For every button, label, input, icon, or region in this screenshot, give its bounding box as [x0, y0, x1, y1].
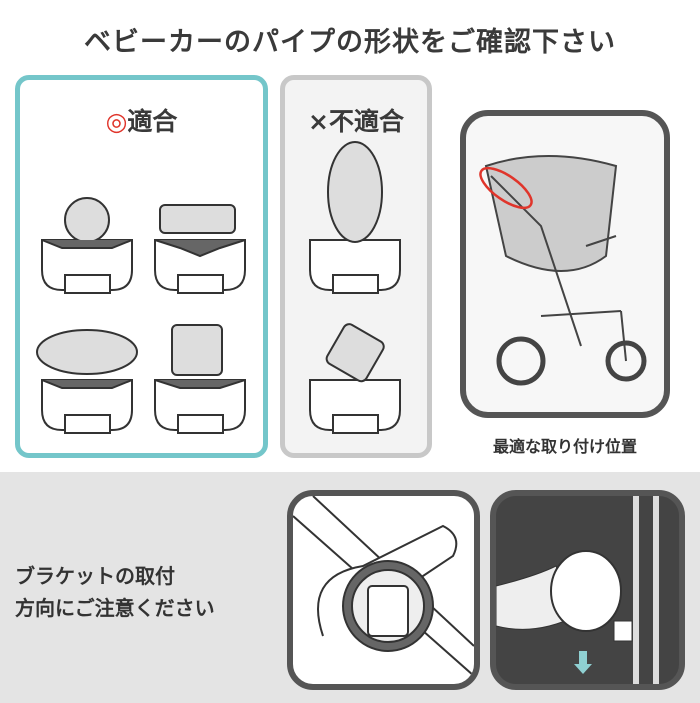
unsuitable-label: 不適合 — [328, 107, 404, 136]
bracket-note: ブラケットの取付方向にご注意ください — [15, 560, 215, 624]
note-line-2: 方向にご注意ください — [15, 596, 215, 620]
unsuitable-heading: ×不適合 — [285, 102, 427, 138]
unsuitable-panel: ×不適合 — [280, 75, 432, 458]
suitable-pipe-shapes — [36, 197, 246, 434]
clamp-tilted-square-pipe — [309, 323, 401, 434]
optimal-position-highlight — [479, 166, 533, 210]
clamp-square-pipe — [154, 324, 246, 434]
double-circle-icon: ◎ — [105, 107, 128, 136]
stroller-drawing — [479, 155, 647, 386]
bracket-drawing — [293, 496, 474, 677]
suitable-label: 適合 — [127, 107, 178, 136]
bracket-closeup-2 — [490, 490, 685, 690]
stroller-illustration — [460, 110, 670, 418]
unsuitable-pipe-shapes — [309, 141, 401, 434]
note-line-1: ブラケットの取付 — [15, 564, 175, 588]
clamp-oval-pipe — [36, 329, 138, 434]
clamp-round-pipe — [41, 197, 133, 294]
stroller-caption: 最適な取り付け位置 — [492, 437, 637, 456]
bracket-drawing-2 — [496, 496, 659, 684]
cross-icon: × — [308, 107, 329, 136]
page-title: ベビーカーのパイプの形状をご確認下さい — [84, 27, 616, 58]
clamp-tall-oval-pipe — [309, 141, 401, 294]
suitable-panel: ◎適合 — [15, 75, 268, 458]
down-arrow-icon — [574, 651, 592, 674]
bracket-closeup-1 — [287, 490, 480, 690]
clamp-flat-rect-pipe — [154, 204, 246, 294]
suitable-heading: ◎適合 — [20, 102, 263, 138]
